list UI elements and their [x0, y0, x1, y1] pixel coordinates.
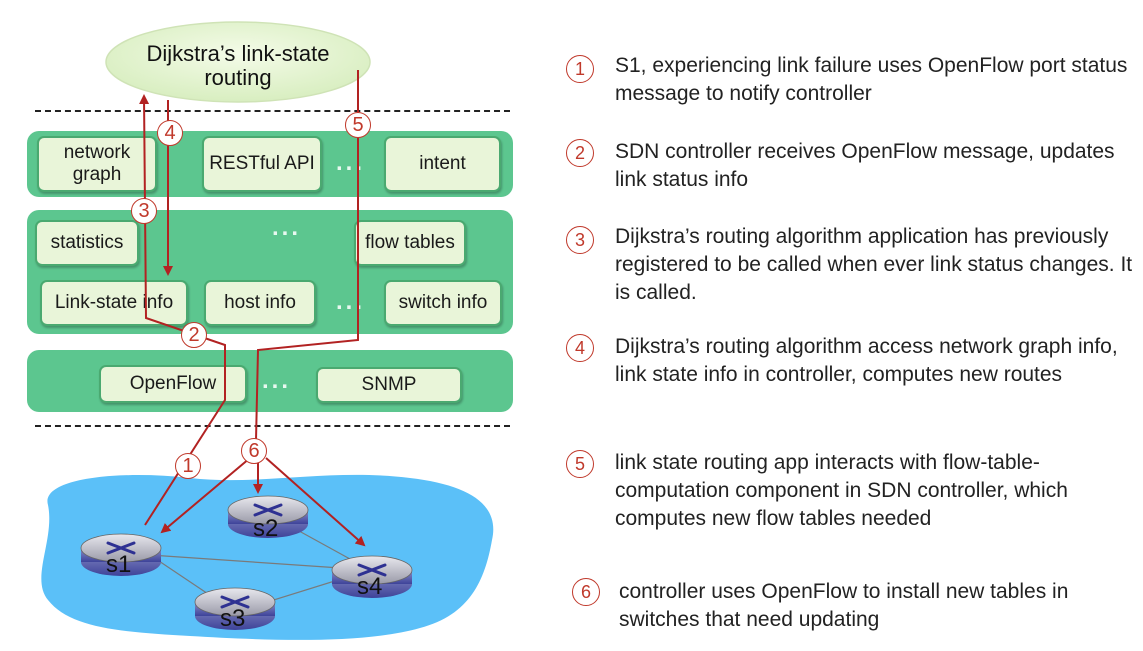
top-dashed-line — [35, 110, 510, 112]
step-2-text: SDN controller receives OpenFlow message… — [615, 140, 1115, 191]
step-6-number: 6 — [572, 578, 600, 606]
switch-s2[interactable] — [227, 495, 309, 538]
marker-2: 2 — [181, 322, 207, 348]
routing-app-cloud — [105, 21, 371, 103]
openflow-box: OpenFlow — [99, 365, 247, 403]
link-state-info-box: Link-state info — [40, 280, 188, 326]
step-5-text: link state routing app interacts with fl… — [615, 451, 1068, 530]
router-cross-icon — [253, 503, 283, 517]
step-3-number: 3 — [566, 226, 594, 254]
flow-path-5-6 — [255, 70, 359, 441]
switch-s3[interactable] — [194, 587, 276, 630]
bottom-dashed-line — [35, 425, 510, 427]
arrow-to-s4 — [265, 457, 366, 547]
marker-6: 6 — [241, 438, 267, 464]
arrow-to-s1 — [160, 457, 251, 534]
step-6-text: controller uses OpenFlow to install new … — [619, 580, 1069, 631]
router-cross-icon — [357, 563, 387, 577]
switch-s1-label: s1 — [106, 551, 131, 578]
switch-info-box: switch info — [384, 280, 502, 326]
marker-4: 4 — [157, 120, 183, 146]
restful-api-box: RESTful API — [202, 136, 322, 192]
step-1-text: S1, experiencing link failure uses OpenF… — [615, 54, 1128, 105]
intent-box: intent — [384, 136, 501, 192]
statistics-box: statistics — [35, 220, 139, 266]
host-info-box: host info — [204, 280, 316, 326]
step-3-text: Dijkstra’s routing algorithm application… — [615, 225, 1133, 304]
step-5-number: 5 — [566, 450, 594, 478]
routing-app-title: Dijkstra’s link-state routing — [146, 41, 330, 90]
marker-1: 1 — [175, 453, 201, 479]
step-4-text: Dijkstra’s routing algorithm access netw… — [615, 335, 1118, 386]
snmp-box: SNMP — [316, 367, 462, 403]
step-1-number: 1 — [566, 55, 594, 83]
step-2-number: 2 — [566, 139, 594, 167]
network-graph-box: network graph — [37, 136, 157, 192]
switch-s3-label: s3 — [220, 605, 245, 632]
network-blob — [41, 474, 494, 640]
flow-tables-box: flow tables — [354, 220, 466, 266]
marker-3: 3 — [131, 198, 157, 224]
switch-s1[interactable] — [80, 533, 162, 576]
router-cross-icon — [106, 541, 136, 555]
switch-s4-label: s4 — [357, 573, 382, 600]
router-cross-icon — [220, 595, 250, 609]
switch-s4[interactable] — [331, 555, 413, 598]
marker-5: 5 — [345, 112, 371, 138]
flow-path-1-2-3 — [139, 94, 226, 526]
switch-s2-label: s2 — [253, 515, 278, 542]
step-4-number: 4 — [566, 334, 594, 362]
